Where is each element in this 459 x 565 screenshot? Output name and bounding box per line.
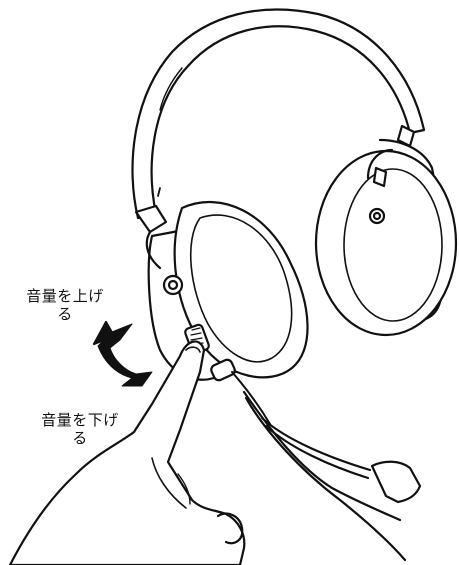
volume-up-label-line1: 音量を上げ (26, 287, 104, 305)
right-earcup (314, 124, 458, 337)
cable-connector (210, 358, 271, 425)
volume-down-label-line1: 音量を下げ (41, 411, 119, 429)
left-earcup (134, 200, 309, 381)
volume-up-label-line2: る (57, 305, 73, 323)
headband (131, 8, 426, 220)
volume-down-label: 音量を下げ る (30, 411, 130, 447)
cable-and-mic (242, 390, 422, 562)
curved-double-arrow-icon (92, 320, 153, 387)
finger-icon (8, 340, 246, 565)
volume-up-label: 音量を上げ る (20, 287, 110, 323)
volume-down-label-line2: る (72, 429, 88, 447)
